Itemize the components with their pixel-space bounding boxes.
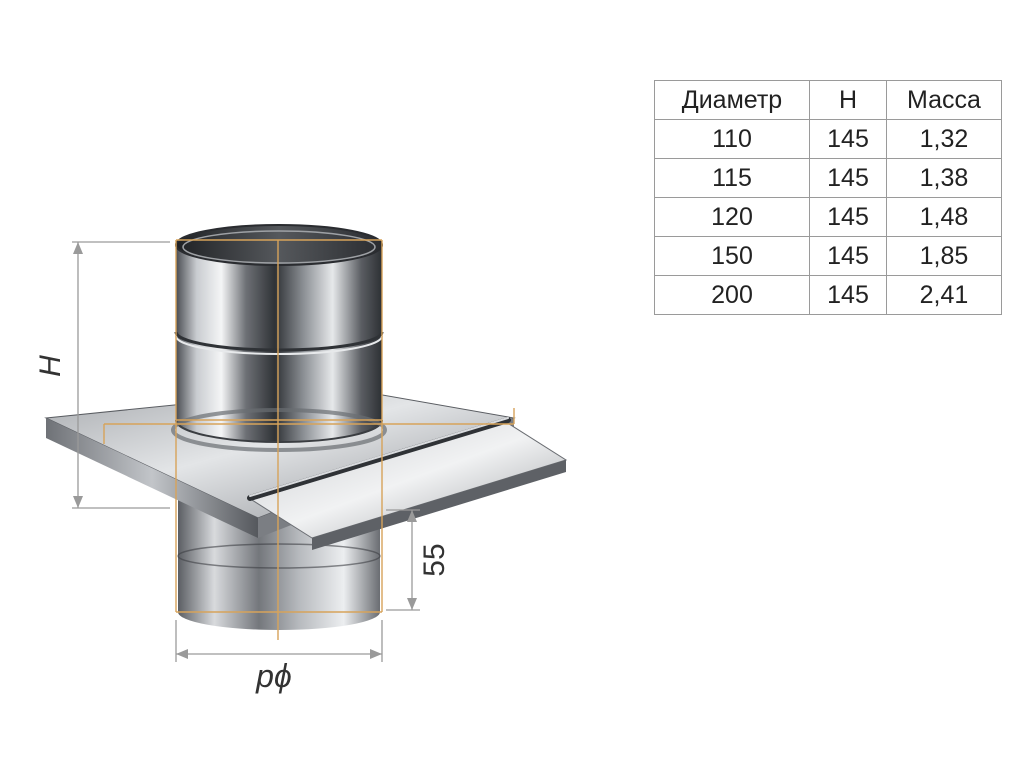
- header-mass: Масса: [886, 80, 1002, 120]
- table-row: 120 145 1,48: [654, 197, 1002, 237]
- cell-diameter: 120: [654, 197, 810, 237]
- cell-mass: 2,41: [886, 275, 1002, 315]
- table-header-row: Диаметр H Масса: [654, 80, 1002, 120]
- cell-mass: 1,32: [886, 119, 1002, 159]
- table-row: 110 145 1,32: [654, 119, 1002, 159]
- dimension-lines: [72, 241, 420, 662]
- header-height: H: [809, 80, 887, 120]
- product-drawing: H 55 ϕd: [34, 224, 568, 699]
- upper-pipe: [171, 224, 387, 452]
- table-row: 150 145 1,85: [654, 236, 1002, 276]
- diameter-label: ϕd: [255, 663, 292, 699]
- cell-height: 145: [809, 158, 887, 198]
- table-row: 200 145 2,41: [654, 275, 1002, 315]
- table-row: 115 145 1,38: [654, 158, 1002, 198]
- cell-height: 145: [809, 275, 887, 315]
- cell-diameter: 150: [654, 236, 810, 276]
- cell-mass: 1,48: [886, 197, 1002, 237]
- spec-table: Диаметр H Масса 110 145 1,32 115 145 1,3…: [654, 80, 1002, 315]
- dimension-arrows: [73, 242, 417, 659]
- cell-mass: 1,85: [886, 236, 1002, 276]
- cell-diameter: 110: [654, 119, 810, 159]
- cell-mass: 1,38: [886, 158, 1002, 198]
- guide-lines: [103, 239, 515, 640]
- cell-diameter: 200: [654, 275, 810, 315]
- cell-diameter: 115: [654, 158, 810, 198]
- slider-gate: [247, 417, 568, 550]
- cell-height: 145: [809, 119, 887, 159]
- offset-label: 55: [418, 543, 451, 576]
- height-label: H: [34, 355, 67, 377]
- cell-height: 145: [809, 236, 887, 276]
- cell-height: 145: [809, 197, 887, 237]
- header-diameter: Диаметр: [654, 80, 810, 120]
